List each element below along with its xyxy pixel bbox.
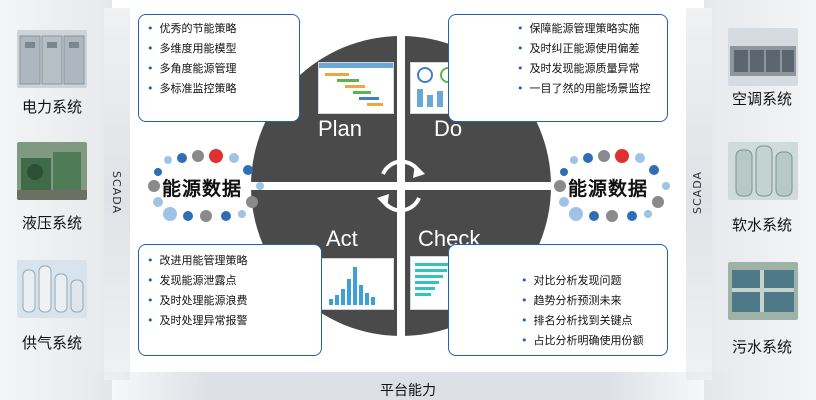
energy-dot: [589, 211, 599, 221]
energy-dot: [243, 165, 253, 175]
left-scada-label: SCADA: [110, 171, 123, 214]
system-label-softwater: 软水系统: [731, 216, 792, 234]
air-conditioner-units-photo: [728, 28, 798, 86]
energy-dot: [615, 149, 629, 163]
plan-item: 多角度能源管理: [147, 59, 299, 79]
check-box: 对比分析发现问题 趋势分析预测未来 排名分析找到关键点 占比分析明确使用份额: [448, 244, 668, 356]
energy-dot: [560, 168, 568, 176]
energy-dot: [163, 207, 177, 221]
energy-dot: [554, 180, 566, 192]
platform-band: [80, 372, 736, 400]
check-item: 对比分析发现问题: [521, 271, 667, 291]
do-item: 及时纠正能源使用偏差: [517, 39, 667, 59]
system-label-hydraulic: 液压系统: [21, 214, 82, 232]
system-label-power: 电力系统: [21, 98, 82, 116]
energy-dot: [209, 149, 223, 163]
check-item: 排名分析找到关键点: [521, 311, 667, 331]
do-item: 及时发现能源质量异常: [517, 59, 667, 79]
energy-dot: [192, 150, 204, 162]
energy-dot: [148, 180, 160, 192]
plan-box: 优秀的节能策略 多维度用能模型 多角度能源管理 多标准监控策略: [138, 14, 300, 122]
plan-item: 多标准监控策略: [147, 79, 299, 99]
platform-label: 平台能力: [380, 383, 436, 399]
energy-dot: [229, 153, 239, 163]
energy-dot: [164, 156, 172, 164]
plan-gantt-thumbnail: [318, 62, 394, 114]
energy-dot: [153, 197, 163, 207]
act-item: 及时处理能源浪费: [147, 291, 321, 311]
system-label-gas: 供气系统: [21, 334, 82, 352]
act-item: 发现能源泄露点: [147, 271, 321, 291]
quadrant-label-act: Act: [326, 226, 358, 251]
energy-dot: [183, 211, 193, 221]
energy-dot: [649, 165, 659, 175]
energy-dot: [177, 153, 187, 163]
energy-dot: [606, 210, 618, 222]
energy-dot: [256, 182, 264, 190]
water-softener-photo: [728, 142, 798, 200]
energy-dot: [627, 211, 637, 221]
act-item: 及时处理异常报警: [147, 311, 321, 331]
right-scada-strip: [686, 8, 712, 380]
energy-dot: [583, 153, 593, 163]
energy-dot: [644, 210, 652, 218]
plan-item: 优秀的节能策略: [147, 19, 299, 39]
energy-dot: [559, 197, 569, 207]
check-item: 占比分析明确使用份额: [521, 331, 667, 351]
electric-cabinet-photo: [17, 30, 87, 88]
energy-dot: [246, 196, 258, 208]
act-box: 改进用能管理策略 发现能源泄露点 及时处理能源浪费 及时处理异常报警: [138, 244, 322, 356]
check-item: 趋势分析预测未来: [521, 291, 667, 311]
energy-dot: [635, 153, 645, 163]
gas-supply-tanks-photo: [17, 260, 87, 318]
energy-dot: [221, 211, 231, 221]
hydraulic-machinery-photo: [17, 142, 87, 200]
system-label-sewage: 污水系统: [731, 338, 792, 356]
left-scada-strip: [104, 8, 130, 380]
energy-data-label-left: 能源数据: [162, 178, 243, 200]
do-item: 保障能源管理策略实施: [517, 19, 667, 39]
energy-data-label-right: 能源数据: [568, 178, 649, 200]
system-label-ac: 空调系统: [731, 90, 792, 108]
energy-dot: [154, 168, 162, 176]
energy-dot: [662, 182, 670, 190]
energy-dot: [570, 156, 578, 164]
energy-dot: [238, 210, 246, 218]
energy-dot: [652, 196, 664, 208]
do-box: 保障能源管理策略实施 及时纠正能源使用偏差 及时发现能源质量异常 一目了然的用能…: [448, 14, 668, 122]
plan-item: 多维度用能模型: [147, 39, 299, 59]
do-item: 一目了然的用能场景监控: [517, 79, 667, 99]
energy-dot: [200, 210, 212, 222]
energy-dot: [598, 150, 610, 162]
act-item: 改进用能管理策略: [147, 251, 321, 271]
energy-dot: [569, 207, 583, 221]
sewage-tank-photo: [728, 262, 798, 320]
quadrant-label-plan: Plan: [318, 116, 363, 141]
right-scada-label: SCADA: [691, 171, 704, 214]
act-bar-chart-thumbnail: [318, 258, 394, 310]
